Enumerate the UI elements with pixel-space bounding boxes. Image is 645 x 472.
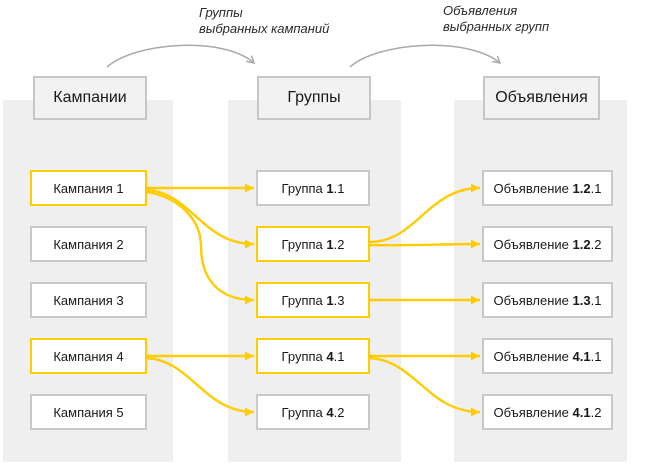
- group-box-4-1: Группа 4.1: [256, 338, 370, 374]
- item-label-bold: 1.3: [572, 292, 591, 308]
- ad-box-1-2-2: Объявление 1.2.2: [482, 226, 613, 262]
- item-label-post: .3: [333, 292, 345, 308]
- item-label: Объявление: [493, 236, 573, 252]
- arrow-group1-2-ad1-2-1: [369, 183, 481, 244]
- item-label-post: .1: [333, 348, 345, 364]
- item-label-post: .1: [590, 292, 602, 308]
- arc-campaigns-to-groups: [106, 44, 254, 68]
- item-label: Объявление: [493, 180, 573, 196]
- arrow-group1-2-ad1-2-2: [369, 239, 481, 249]
- annotation-line: выбранных групп: [443, 19, 550, 34]
- column-header-campaigns: Кампании: [33, 76, 147, 120]
- arc-groups-to-ads: [349, 44, 500, 68]
- ad-box-4-1-1: Объявление 4.1.1: [482, 338, 613, 374]
- item-label-bold: 4.1: [572, 404, 591, 420]
- group-box-1-3: Группа 1.3: [256, 282, 370, 318]
- ad-box-4-1-2: Объявление 4.1.2: [482, 394, 613, 430]
- column-header-groups: Группы: [257, 76, 371, 120]
- item-label: Группа: [281, 292, 327, 308]
- item-label: Группа: [281, 180, 327, 196]
- item-label: Объявление: [493, 404, 573, 420]
- item-label-post: .2: [590, 404, 602, 420]
- item-label-post: .1: [590, 348, 602, 364]
- item-label: Кампания 5: [53, 404, 124, 420]
- arrow-campaign1-group1-2: [146, 188, 255, 249]
- annotation-line: выбранных кампаний: [199, 21, 330, 36]
- annotation-ads-of-selected-groups: Объявления выбранных групп: [443, 3, 549, 35]
- campaign-box-4: Кампания 4: [30, 338, 147, 374]
- item-label-bold: 4: [326, 348, 334, 364]
- item-label-bold: 1: [326, 292, 334, 308]
- item-label: Объявление: [493, 292, 573, 308]
- item-label-post: .1: [333, 180, 345, 196]
- campaign-box-3: Кампания 3: [30, 282, 147, 318]
- group-box-4-2: Группа 4.2: [256, 394, 370, 430]
- item-label: Группа: [281, 236, 327, 252]
- item-label-bold: 4.1: [572, 348, 591, 364]
- item-label: Кампания 3: [53, 292, 124, 308]
- ad-box-1-2-1: Объявление 1.2.1: [482, 170, 613, 206]
- item-label: Кампания 4: [53, 348, 124, 364]
- item-label-bold: 1.2: [572, 180, 591, 196]
- arrow-campaign1-group1-3: [146, 190, 255, 305]
- item-label-post: .1: [590, 180, 602, 196]
- campaign-box-5: Кампания 5: [30, 394, 147, 430]
- campaign-box-1: Кампания 1: [30, 170, 147, 206]
- column-header-label: Группы: [287, 89, 341, 106]
- annotation-line: Объявления: [443, 3, 518, 18]
- column-header-label: Кампании: [53, 89, 127, 106]
- item-label: Группа: [281, 348, 327, 364]
- item-label-bold: 4: [326, 404, 334, 420]
- item-label: Группа: [281, 404, 327, 420]
- ad-box-1-3-1: Объявление 1.3.1: [482, 282, 613, 318]
- group-box-1-1: Группа 1.1: [256, 170, 370, 206]
- annotation-line: Группы: [199, 5, 243, 20]
- item-label-bold: 1.2: [572, 236, 591, 252]
- arrow-group4-1-ad4-1-2: [369, 356, 481, 417]
- item-label: Кампания 2: [53, 236, 124, 252]
- item-label-post: .2: [333, 236, 345, 252]
- item-label-post: .2: [333, 404, 345, 420]
- column-header-ads: Объявления: [483, 76, 600, 120]
- item-label-bold: 1: [326, 180, 334, 196]
- item-label: Кампания 1: [53, 180, 124, 196]
- annotation-groups-of-selected-campaigns: Группы выбранных кампаний: [199, 5, 329, 37]
- group-box-1-2: Группа 1.2: [256, 226, 370, 262]
- item-label: Объявление: [493, 348, 573, 364]
- column-header-label: Объявления: [495, 89, 588, 106]
- item-label-bold: 1: [326, 236, 334, 252]
- item-label-post: .2: [590, 236, 602, 252]
- arrow-campaign4-group4-2: [146, 356, 255, 417]
- campaign-box-2: Кампания 2: [30, 226, 147, 262]
